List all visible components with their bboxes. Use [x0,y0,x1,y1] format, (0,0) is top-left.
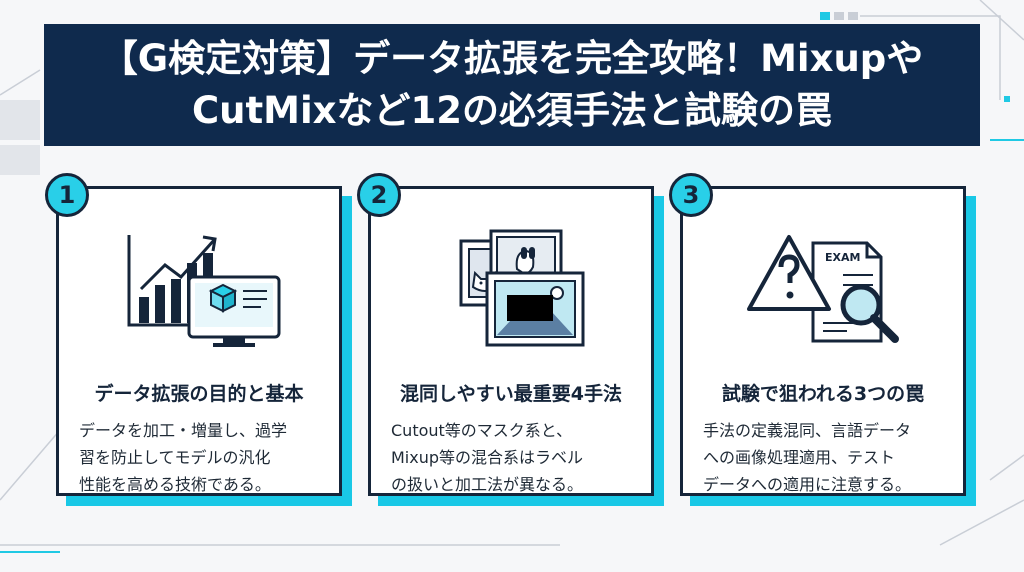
card-body-line: データを加工・増量し、過学 [79,421,288,440]
card-body-line: の扱いと加工法が異なる。 [391,475,584,494]
card-body: Cutout等のマスク系と、 Mixup等の混合系はラベル の扱いと加工法が異な… [391,417,641,498]
card-body-line: への画像処理適用、テスト [703,448,896,467]
card-2: 2 混同しやすい最重要4手法 Cutout等のマスク系と、 Mixup等の混合系… [357,173,654,498]
card-body: 手法の定義混同、言語データ への画像処理適用、テスト データへの適用に注意する。 [703,417,953,498]
card-body-line: データへの適用に注意する。 [703,475,912,494]
card-3: EXAM 3 試験で狙われる3つの罠 手法の定義混同、言語データ への画像処理適… [669,173,966,498]
exam-warning-magnifier-icon: EXAM [747,235,899,343]
card-heading: 試験で狙われる3つの罠 [721,383,925,405]
card-body-line: 性能を高める技術である。 [79,475,271,494]
card-body-line: 手法の定義混同、言語データ [703,421,912,440]
card-heading: データ拡張の目的と基本 [94,383,304,405]
card-body-line: Cutout等のマスク系と、 [391,421,573,440]
title-line-1: 【G検定対策】データ拡張を完全攻略！Mixupや [100,37,924,80]
card-body: データを加工・増量し、過学 習を防止してモデルの汎化 性能を高める技術である。 [79,417,329,498]
title-line-2: CutMixなど12の必須手法と試験の罠 [191,89,833,132]
exam-label: EXAM [825,251,860,264]
step-number-badge: 1 [45,173,89,217]
card-body-line: Mixup等の混合系はラベル [391,448,584,467]
growth-chart-monitor-icon [127,235,281,347]
card-1: 1 データ拡張の目的と基本 データを加工・増量し、過学 習を防止してモデルの汎化… [45,173,342,498]
card-body-line: 習を防止してモデルの汎化 [79,448,271,467]
step-number-badge: 2 [357,173,401,217]
image-stack-masked-icon [459,229,585,347]
step-number-badge: 3 [669,173,713,217]
title-banner: 【G検定対策】データ拡張を完全攻略！Mixupや CutMixなど12の必須手法… [44,24,980,146]
card-heading: 混同しやすい最重要4手法 [399,383,623,405]
